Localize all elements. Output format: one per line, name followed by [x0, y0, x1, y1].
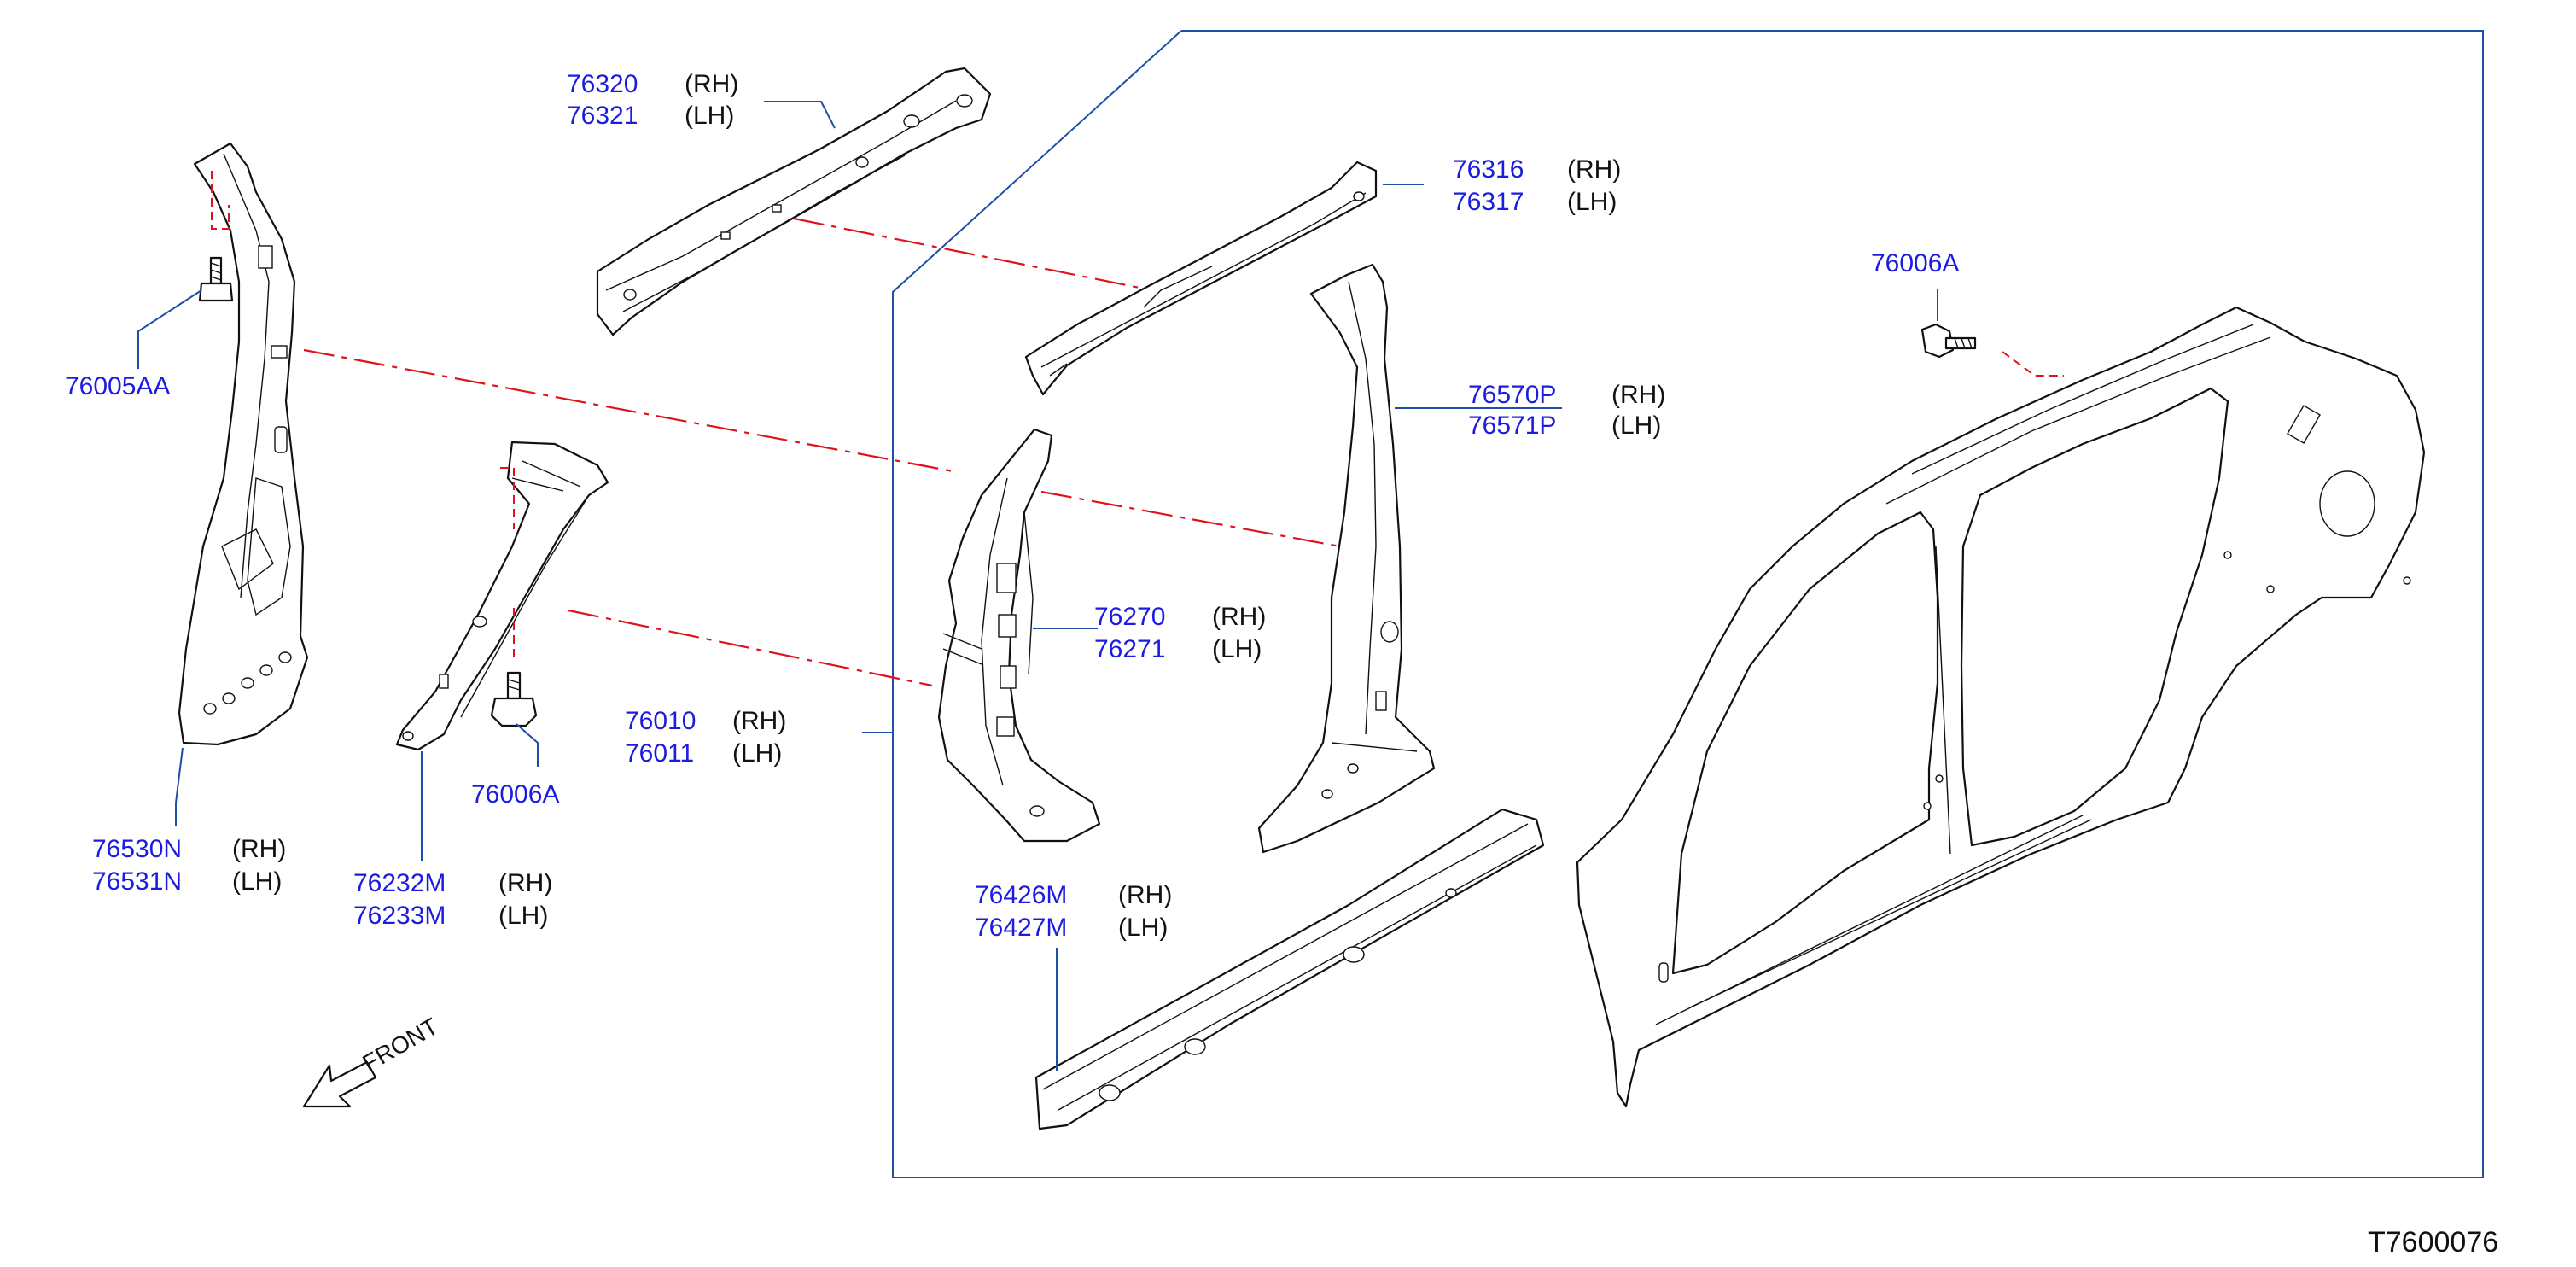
label-76427M-number[interactable]: 76427M — [975, 914, 1067, 942]
label-76321-side: (LH) — [685, 102, 734, 130]
part-front-pillar-inner[interactable] — [395, 441, 609, 751]
bolt-76006A-lower-icon — [490, 671, 538, 727]
label-76010-number[interactable]: 76010 — [625, 707, 696, 735]
label-76317-side: (LH) — [1567, 188, 1617, 216]
label-76531N-number[interactable]: 76531N — [92, 867, 182, 896]
label-76316-side: (RH) — [1567, 155, 1621, 184]
label-76570P-number[interactable]: 76570P — [1468, 381, 1556, 409]
label-76233M-number[interactable]: 76233M — [353, 902, 446, 930]
phantom-lines — [303, 217, 1341, 687]
leader-lines — [137, 101, 1938, 1071]
label-76427M-side: (LH) — [1118, 914, 1168, 942]
label-76571P-side: (LH) — [1611, 412, 1661, 440]
label-76571P-number[interactable]: 76571P — [1468, 412, 1556, 440]
phantom-bracket-a — [211, 171, 230, 230]
label-76426M-side: (RH) — [1118, 881, 1172, 909]
label-76232M-number[interactable]: 76232M — [353, 869, 446, 897]
label-76270-side: (RH) — [1212, 603, 1266, 631]
part-center-pillar-outer[interactable] — [1257, 263, 1436, 854]
part-sill-inner[interactable] — [1034, 808, 1545, 1130]
label-76531N-side: (LH) — [232, 867, 282, 896]
label-76011-number[interactable]: 76011 — [625, 739, 694, 768]
part-center-pillar-inner[interactable] — [937, 428, 1101, 843]
diagram-code: T7600076 — [2368, 1226, 2498, 1258]
label-76005AA[interactable]: 76005AA — [65, 372, 170, 400]
label-76010-side: (RH) — [732, 707, 786, 735]
label-76011-side: (LH) — [732, 739, 782, 768]
label-76320-side: (RH) — [685, 70, 738, 98]
label-76530N-side: (RH) — [232, 835, 286, 863]
label-76233M-side: (LH) — [498, 902, 548, 930]
bolt-76005AA-icon — [198, 256, 234, 302]
label-76271-number[interactable]: 76271 — [1094, 635, 1165, 663]
label-76570P-side: (RH) — [1611, 381, 1665, 409]
label-76316-number[interactable]: 76316 — [1453, 155, 1524, 184]
label-76426M-number[interactable]: 76426M — [975, 881, 1067, 909]
front-indicator: FRONT — [302, 1013, 443, 1108]
label-76006A-upper[interactable]: 76006A — [1871, 249, 1959, 277]
part-roof-side-rail-outer[interactable] — [1024, 161, 1378, 396]
part-body-side-outer[interactable] — [1576, 306, 2426, 1108]
phantom-bolt-upper — [2002, 351, 2064, 377]
bolt-76006A-upper-icon — [1920, 323, 1977, 359]
label-76530N-number[interactable]: 76530N — [92, 835, 182, 863]
label-76232M-side: (RH) — [498, 869, 552, 897]
label-76270-number[interactable]: 76270 — [1094, 603, 1165, 631]
assembly-boundary — [892, 30, 2484, 1178]
phantom-bracket-b — [500, 467, 515, 529]
front-arrow-icon — [302, 1060, 377, 1108]
front-label: FRONT — [358, 1013, 443, 1077]
label-76271-side: (LH) — [1212, 635, 1262, 663]
label-76317-number[interactable]: 76317 — [1453, 188, 1524, 216]
label-76321-number[interactable]: 76321 — [567, 102, 638, 130]
part-roof-side-rail-inner[interactable] — [596, 67, 992, 336]
part-front-pillar-outer[interactable] — [178, 142, 309, 746]
label-76006A-lower[interactable]: 76006A — [471, 780, 559, 809]
label-76320-number[interactable]: 76320 — [567, 70, 638, 98]
